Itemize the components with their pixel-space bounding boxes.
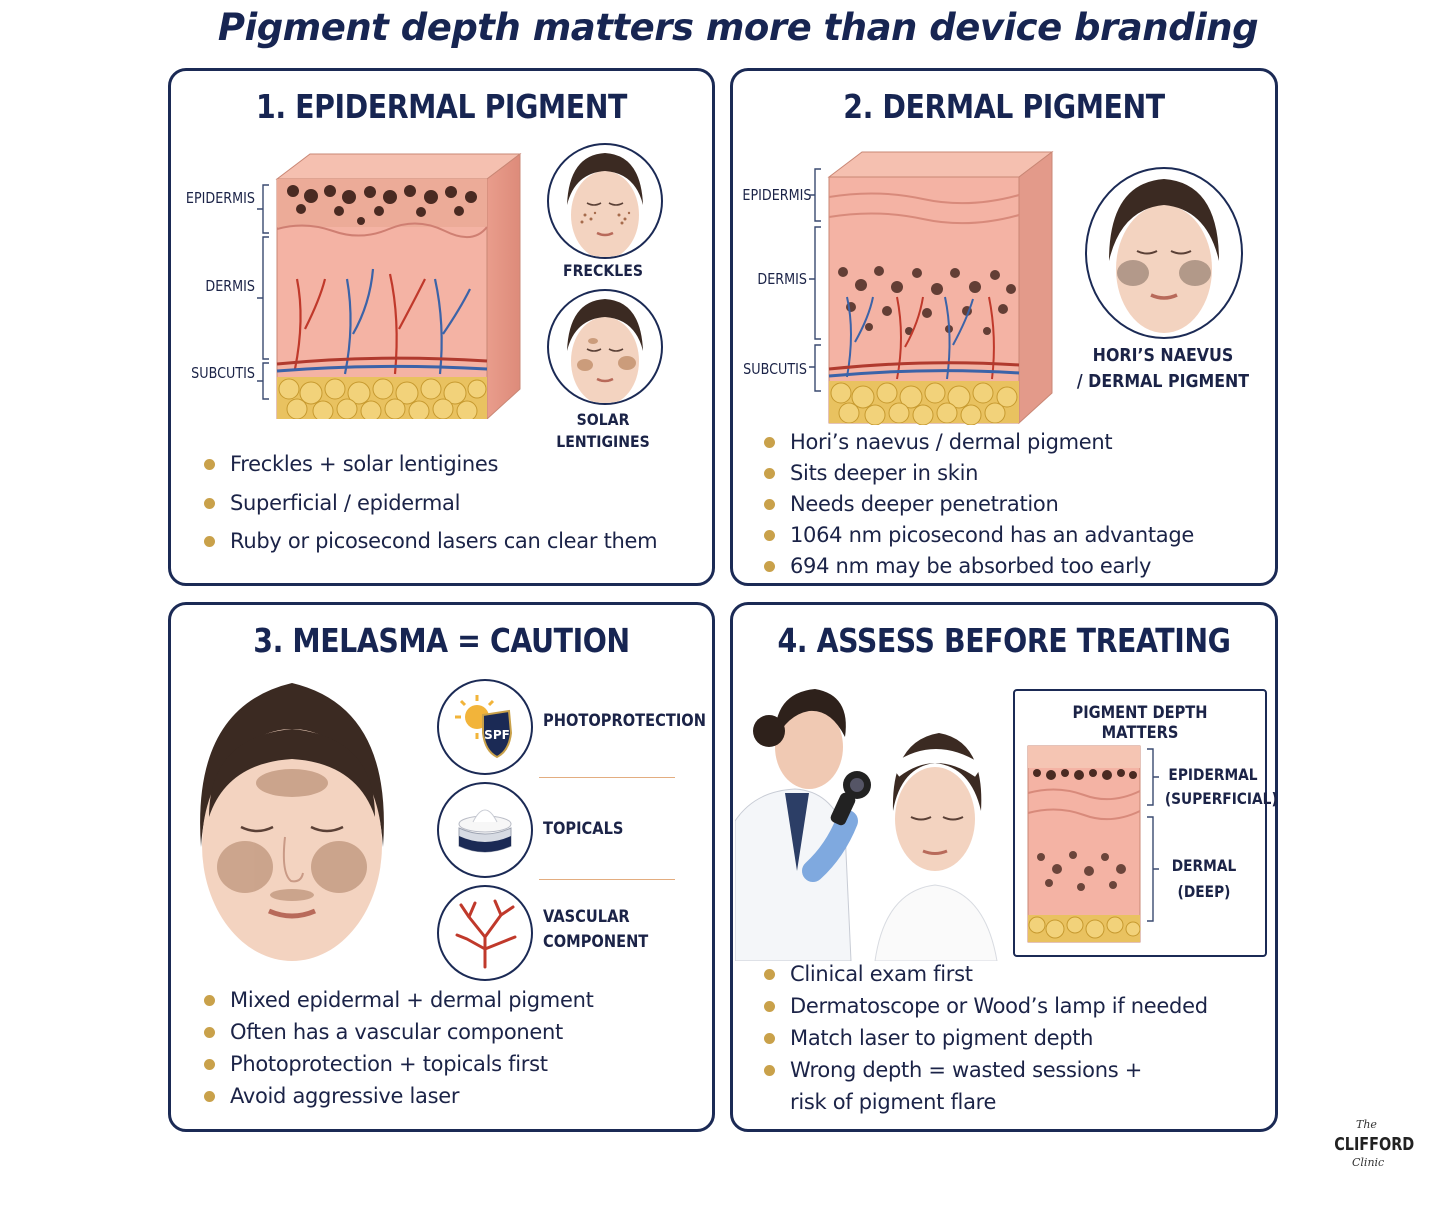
panel-dermal-pigment: 2. DERMAL PIGMENT EPIDERMIS DERMIS SUBCU… bbox=[730, 68, 1278, 586]
list-item: Wrong depth = wasted sessions + bbox=[761, 1055, 1208, 1086]
list-item: Photoprotection + topicals first bbox=[201, 1049, 594, 1080]
vascular-component-label: VASCULAR COMPONENT bbox=[543, 905, 648, 955]
list-item: Dermatoscope or Wood’s lamp if needed bbox=[761, 991, 1208, 1022]
panel-melasma-caution: 3. MELASMA = CAUTION SPF PHOTOPROTECTION bbox=[168, 602, 715, 1132]
inset-skin-diagram bbox=[1027, 745, 1141, 943]
cream-jar-icon bbox=[437, 782, 533, 878]
inset-label-epidermal: EPIDERMAL (SUPERFICIAL) bbox=[1164, 763, 1278, 811]
list-item: 694 nm may be absorbed too early bbox=[761, 551, 1194, 582]
panel-title: 4. ASSESS BEFORE TREATING bbox=[777, 621, 1231, 660]
panel-epidermal-pigment: 1. EPIDERMAL PIGMENT EPIDERMIS DERMIS SU… bbox=[168, 68, 715, 586]
bullet-list: Clinical exam first Dermatoscope or Wood… bbox=[761, 959, 1208, 1086]
clifford-clinic-logo: The CLIFFORD Clinic bbox=[1326, 1118, 1415, 1178]
panel-assess-before-treating: 4. ASSESS BEFORE TREATING PIGMENT DEPTH … bbox=[730, 602, 1278, 1132]
list-item: Mixed epidermal + dermal pigment bbox=[201, 985, 594, 1016]
inset-brackets bbox=[1147, 748, 1159, 922]
logo-text-top: The bbox=[1356, 1118, 1377, 1131]
layer-label-dermis: DERMIS bbox=[757, 270, 807, 288]
solar-lentigines-caption: SOLAR LENTIGINES bbox=[556, 410, 650, 451]
layer-label-subcutis: SUBCUTIS bbox=[743, 360, 807, 378]
list-item: Avoid aggressive laser bbox=[201, 1081, 594, 1112]
list-item: Often has a vascular component bbox=[201, 1017, 594, 1048]
caption-line: HORI’S NAEVUS bbox=[1092, 345, 1234, 366]
spf-label: SPF bbox=[484, 728, 510, 742]
list-item: Superficial / epidermal bbox=[201, 488, 657, 519]
list-item: Sits deeper in skin bbox=[761, 458, 1194, 489]
bullet-list: Mixed epidermal + dermal pigment Often h… bbox=[201, 985, 594, 1112]
epidermal-skin-cross-section bbox=[275, 152, 522, 419]
panel-title: 1. EPIDERMAL PIGMENT bbox=[256, 87, 627, 126]
spf-sun-icon: SPF bbox=[437, 679, 533, 775]
photoprotection-label: PHOTOPROTECTION bbox=[543, 711, 706, 731]
label-line: (DEEP) bbox=[1177, 882, 1231, 901]
layer-label-epidermis: EPIDERMIS bbox=[185, 189, 255, 207]
dermal-skin-cross-section bbox=[827, 150, 1054, 425]
logo-text-main: CLIFFORD bbox=[1334, 1134, 1415, 1155]
panel-title: 3. MELASMA = CAUTION bbox=[253, 621, 630, 660]
layer-brackets bbox=[809, 168, 821, 392]
label-line: COMPONENT bbox=[543, 932, 649, 952]
clinician-examining-patient-illustration bbox=[735, 689, 998, 961]
list-item: Needs deeper penetration bbox=[761, 489, 1194, 520]
layer-label-dermis: DERMIS bbox=[205, 277, 255, 295]
inset-title: PIGMENT DEPTH MATTERS bbox=[1072, 703, 1208, 743]
list-item: Ruby or picosecond lasers can clear them bbox=[201, 526, 658, 557]
page-title: Pigment depth matters more than device b… bbox=[217, 6, 1259, 49]
freckles-caption: FRECKLES bbox=[562, 261, 644, 280]
list-item: Freckles + solar lentigines bbox=[201, 449, 657, 480]
pigment-dots-superficial bbox=[287, 185, 477, 225]
topicals-label: TOPICALS bbox=[543, 819, 624, 839]
list-item-continuation: risk of pigment flare bbox=[790, 1090, 997, 1114]
list-item: Hori’s naevus / dermal pigment bbox=[761, 427, 1194, 458]
melasma-face-illustration bbox=[200, 683, 384, 961]
pigment-depth-inset: PIGMENT DEPTH MATTERS EPIDERMAL (SUPERFI… bbox=[1013, 689, 1278, 957]
layer-brackets bbox=[257, 184, 269, 400]
horis-naevus-caption: HORI’S NAEVUS / DERMAL PIGMENT bbox=[1075, 343, 1251, 395]
bullet-list: Hori’s naevus / dermal pigment Sits deep… bbox=[761, 427, 1194, 582]
horis-naevus-face-illustration bbox=[1085, 167, 1243, 339]
blood-vessel-icon bbox=[437, 885, 533, 981]
pigment-dots-deep bbox=[838, 266, 1016, 335]
label-line: DERMAL bbox=[1171, 856, 1237, 875]
label-line: (SUPERFICIAL) bbox=[1164, 789, 1278, 808]
layer-label-subcutis: SUBCUTIS bbox=[191, 364, 255, 382]
label-line: EPIDERMAL bbox=[1168, 765, 1258, 784]
logo-text-bottom: Clinic bbox=[1352, 1156, 1385, 1169]
list-item: Match laser to pigment depth bbox=[761, 1023, 1208, 1054]
list-item: Clinical exam first bbox=[761, 959, 1208, 990]
inset-label-dermal: DERMAL (DEEP) bbox=[1164, 853, 1245, 905]
bullet-list: Freckles + solar lentigines Superficial … bbox=[201, 449, 658, 557]
panel-title: 2. DERMAL PIGMENT bbox=[843, 87, 1165, 126]
layer-label-epidermis: EPIDERMIS bbox=[742, 186, 812, 204]
divider bbox=[539, 879, 675, 880]
list-item: 1064 nm picosecond has an advantage bbox=[761, 520, 1194, 551]
divider bbox=[539, 777, 675, 778]
label-line: VASCULAR bbox=[543, 907, 630, 927]
freckles-face-illustration bbox=[547, 143, 663, 259]
solar-lentigines-face-illustration bbox=[547, 289, 663, 405]
caption-line: / DERMAL PIGMENT bbox=[1076, 371, 1250, 392]
